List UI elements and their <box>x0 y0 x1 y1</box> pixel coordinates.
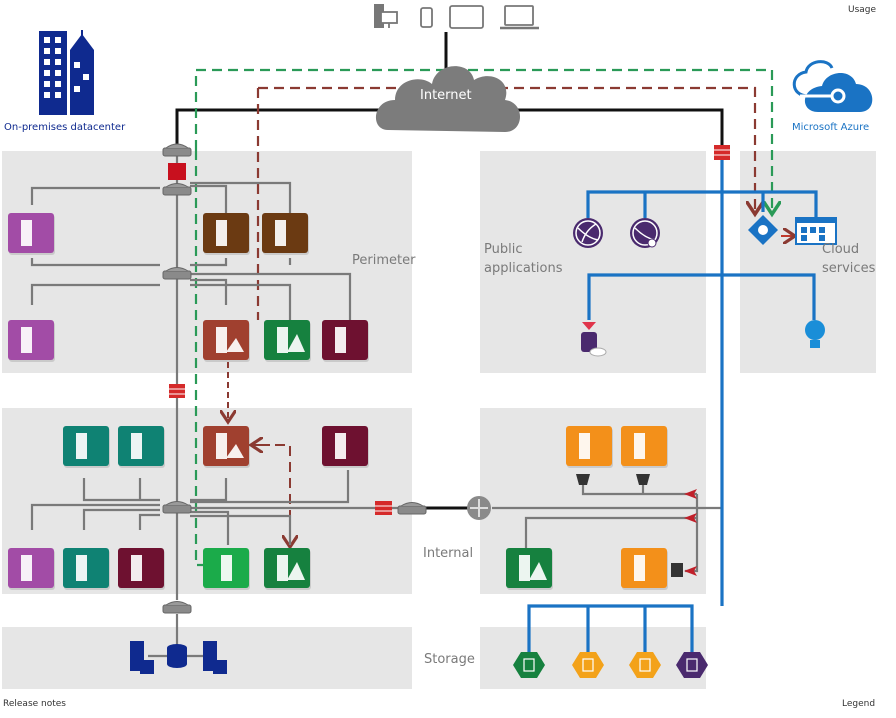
perimeter-web-server[interactable] <box>8 213 54 253</box>
azure-ad-server[interactable] <box>506 548 552 588</box>
perimeter-ad-server-green[interactable] <box>264 320 310 360</box>
storage-hex-orange-2 <box>629 652 661 678</box>
perimeter-web-app-server[interactable] <box>8 320 54 360</box>
internal-server-bright-green[interactable] <box>203 548 249 588</box>
switch-icon <box>397 502 427 515</box>
internet-links <box>175 32 724 510</box>
internal-db-server-purple[interactable] <box>8 548 54 588</box>
azure-network-lines <box>527 160 818 652</box>
firewall-icon <box>168 163 186 180</box>
laptop-icon <box>500 5 539 30</box>
azure-db-server[interactable] <box>621 548 667 588</box>
legend-link[interactable]: Legend <box>842 699 876 709</box>
storage-label: Storage <box>424 652 475 667</box>
perimeter-app-server-1[interactable] <box>203 213 249 253</box>
perimeter-health-server[interactable] <box>322 320 368 360</box>
devices <box>374 4 539 30</box>
perimeter-label: Perimeter <box>352 253 416 268</box>
brown-dashed-path <box>228 86 755 545</box>
internal-db-server-maroon[interactable] <box>118 548 164 588</box>
switch-icon <box>162 601 192 614</box>
internal-health-server[interactable] <box>322 426 368 466</box>
firewall-icon <box>714 145 730 160</box>
phone-icon <box>420 7 433 28</box>
storage-hex-purple <box>676 652 708 678</box>
internal-ad-server-rust[interactable] <box>203 426 249 466</box>
network-switches[interactable] <box>162 143 427 614</box>
internal-db-server-teal[interactable] <box>63 548 109 588</box>
usage-link[interactable]: Usage <box>848 5 877 15</box>
public-applications-label: Public applications <box>484 242 563 276</box>
sql-database-icon[interactable] <box>581 322 607 357</box>
cloud-services-label: Cloud services <box>822 242 876 276</box>
perimeter-app-server-2[interactable] <box>262 213 308 253</box>
azure-storage-icons[interactable] <box>513 652 708 678</box>
cloud-services-icon[interactable] <box>795 217 837 245</box>
load-balancer-icons[interactable] <box>576 474 683 577</box>
azure-app-server[interactable] <box>621 426 667 466</box>
internal-label: Internal <box>423 546 474 561</box>
active-directory-icon[interactable] <box>748 215 793 245</box>
storage-hex-green <box>513 652 545 678</box>
onprem-building-icon <box>39 30 94 115</box>
internal-ad-server-green[interactable] <box>264 548 310 588</box>
tablet-icon <box>449 5 484 29</box>
internet-label: Internet <box>420 88 472 103</box>
internal-web-server[interactable] <box>63 426 109 466</box>
firewall-icon <box>375 501 392 515</box>
internal-app-server[interactable] <box>118 426 164 466</box>
perimeter-ad-server-rust[interactable] <box>203 320 249 360</box>
green-dashed-path <box>194 68 772 567</box>
internet-cloud <box>375 66 520 132</box>
switch-icon <box>162 183 192 196</box>
azure-inbound-arrows <box>684 489 697 576</box>
desktop-icon <box>374 4 398 28</box>
onprem-network-lines <box>30 145 722 658</box>
switch-icon <box>162 267 192 280</box>
release-notes-link[interactable]: Release notes <box>3 699 66 709</box>
web-app-icon-2[interactable] <box>630 218 660 248</box>
storage-hex-orange <box>572 652 604 678</box>
azure-web-server[interactable] <box>566 426 612 466</box>
switch-icon <box>162 143 192 157</box>
switch-icon <box>162 501 192 514</box>
azure-title: Microsoft Azure <box>792 122 870 133</box>
firewall-icon <box>169 384 185 398</box>
firewalls[interactable] <box>168 145 730 515</box>
azure-logo-icon <box>792 60 873 112</box>
web-app-icon[interactable] <box>573 218 603 248</box>
router-icon[interactable] <box>467 496 491 520</box>
onprem-storage-icons <box>130 641 227 674</box>
onprem-title: On-premises datacenter <box>4 122 126 133</box>
lightbulb-icon[interactable] <box>805 320 825 348</box>
